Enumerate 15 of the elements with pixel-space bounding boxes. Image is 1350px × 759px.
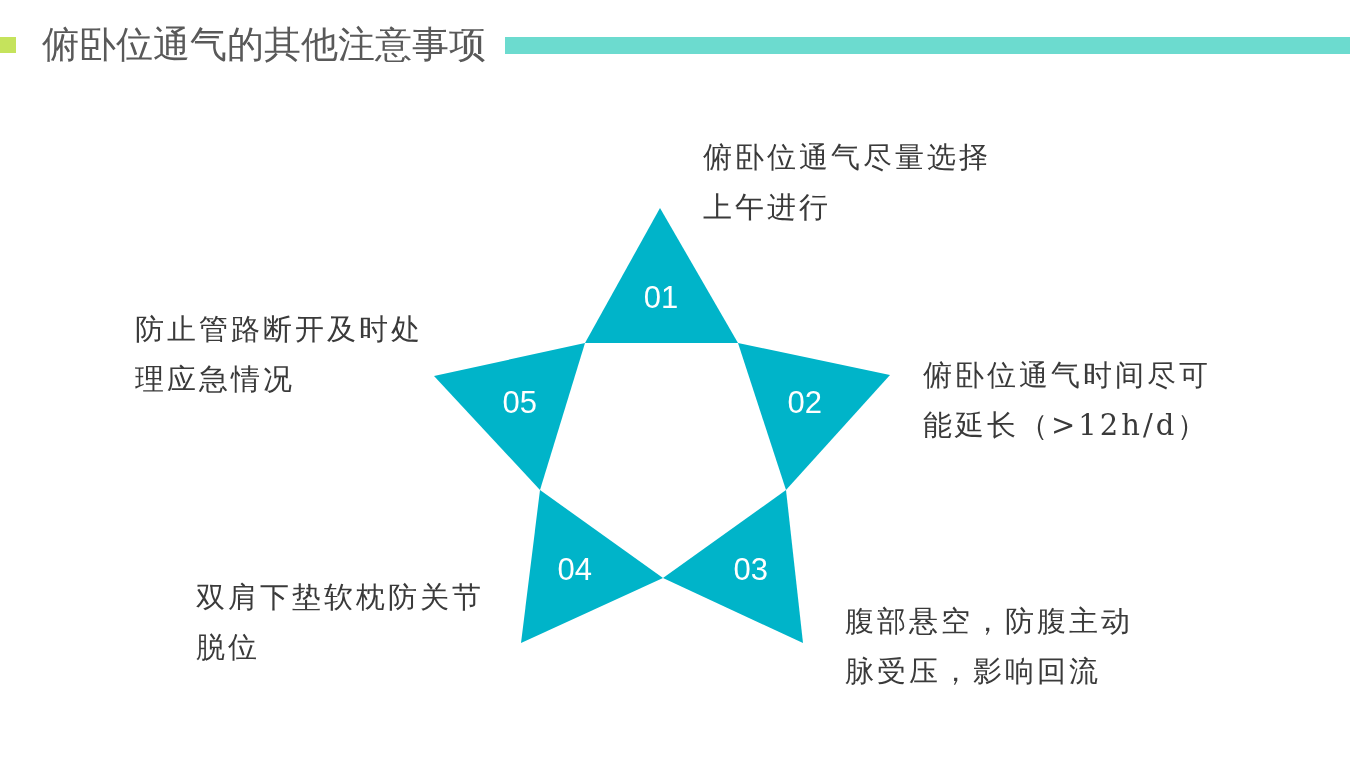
step-number: 01 <box>643 281 679 315</box>
note-text: 腹部悬空，防腹主动脉受压，影响回流 <box>845 603 1134 690</box>
star-point-triangle <box>663 490 803 643</box>
step-number: 05 <box>502 386 537 420</box>
step-number: 04 <box>557 553 592 588</box>
step-number: 02 <box>787 385 822 420</box>
note-text: 双肩下垫软枕防关节脱位 <box>196 579 485 666</box>
star-point-triangle <box>521 490 663 643</box>
note-text: 防止管路断开及时处理应急情况 <box>135 311 424 398</box>
star-point-triangle <box>738 343 890 490</box>
title: 俯卧位通气的其他注意事项 <box>42 23 486 67</box>
note-text: 俯卧位通气时间尽可能延长（>12h/d） <box>923 357 1212 444</box>
note-text: 俯卧位通气尽量选择上午进行 <box>703 139 992 226</box>
step-number: 03 <box>733 553 768 588</box>
star-point-triangle <box>434 343 585 490</box>
